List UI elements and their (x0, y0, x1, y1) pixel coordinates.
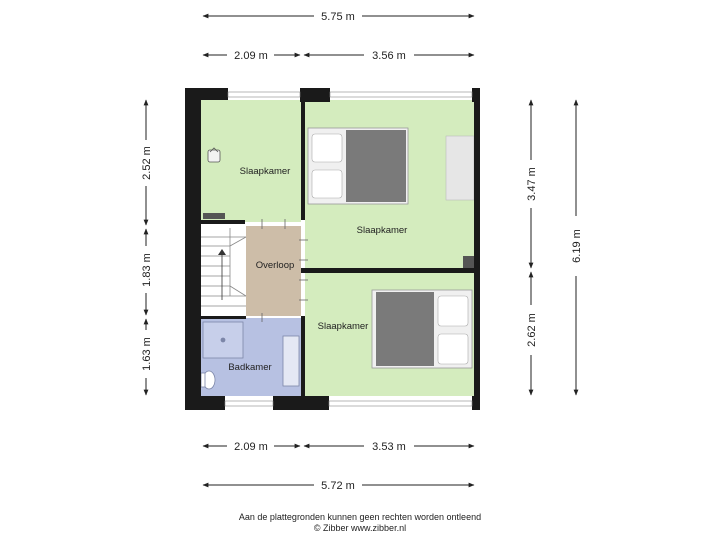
toilet-tank-icon (200, 372, 206, 388)
dimension-lines (143, 13, 579, 488)
dim-bottom-right: 3.53 m (372, 441, 406, 453)
dim-right-bottom: 2.62 m (526, 313, 538, 347)
dim-bottom-left: 2.09 m (234, 441, 268, 453)
disclaimer-text: Aan de plattegronden kunnen geen rechten… (238, 512, 482, 522)
copyright-link[interactable]: © Zibber www.zibber.nl (313, 523, 407, 533)
sink-icon (282, 335, 300, 387)
double-bed-top-icon (307, 127, 409, 205)
radiator-top-right (463, 256, 474, 268)
dim-left-top: 2.52 m (141, 146, 153, 180)
double-bed-bottom-icon (371, 289, 473, 369)
room-label-bedroom-top-right: Slaapkamer (357, 225, 408, 236)
dim-right-top: 3.47 m (526, 167, 538, 201)
bathroom-fixtures (200, 321, 300, 390)
windows (224, 91, 473, 407)
room-label-bedroom-bottom-right: Slaapkamer (318, 321, 369, 332)
dim-top-total: 5.75 m (321, 11, 355, 23)
dim-left-bottom: 1.63 m (141, 337, 153, 371)
dim-left-middle: 1.83 m (141, 253, 153, 287)
room-label-landing: Overloop (256, 260, 295, 271)
radiator-top-left (203, 213, 225, 219)
doors (261, 219, 308, 322)
dim-right-total: 6.19 m (571, 229, 583, 263)
stairwell-floor (201, 226, 246, 316)
walls (185, 88, 480, 410)
room-label-bedroom-top-left: Slaapkamer (240, 166, 291, 177)
chair-icon (207, 147, 221, 163)
dim-top-right: 3.56 m (372, 50, 406, 62)
shower-drain-icon (220, 337, 226, 343)
room-label-bathroom: Badkamer (228, 362, 271, 373)
dim-top-left: 2.09 m (234, 50, 268, 62)
staircase (201, 228, 247, 307)
landing-floor (246, 226, 301, 316)
desk-top-right (445, 135, 475, 201)
dim-bottom-total: 5.72 m (321, 480, 355, 492)
